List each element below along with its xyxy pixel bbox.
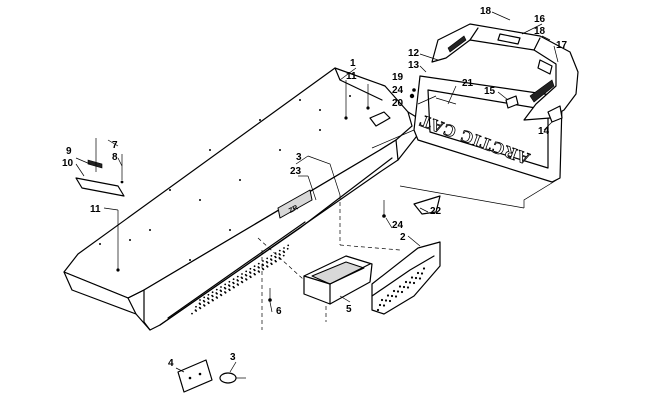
callout-3a: 3 — [296, 152, 302, 163]
callout-labels: 1 2 3 3 4 5 6 7 8 9 10 11 11 12 13 14 15… — [62, 6, 568, 369]
callout-11b: 11 — [90, 204, 101, 215]
callout-23: 23 — [290, 166, 302, 177]
callout-14: 14 — [538, 126, 550, 137]
leader-lines — [75, 11, 559, 373]
callout-5: 5 — [346, 304, 352, 315]
callout-18a: 18 — [480, 6, 492, 17]
callout-1: 1 — [350, 58, 356, 69]
plate-2 — [371, 241, 441, 315]
callout-20: 20 — [392, 98, 404, 109]
rivets — [99, 95, 351, 261]
callout-12: 12 — [408, 48, 420, 59]
callout-24b: 24 — [392, 220, 404, 231]
callout-8: 8 — [112, 152, 118, 163]
callout-6: 6 — [276, 306, 282, 317]
callout-15: 15 — [484, 86, 496, 97]
callout-21: 21 — [462, 78, 474, 89]
callout-10: 10 — [62, 158, 74, 169]
callout-3b: 3 — [230, 352, 236, 363]
tunnel: ZR — [63, 67, 421, 331]
plate-4 — [177, 359, 213, 393]
callout-9: 9 — [66, 146, 72, 157]
callout-16: 16 — [534, 14, 546, 25]
callout-2: 2 — [400, 232, 406, 243]
callout-18b: 18 — [534, 26, 546, 37]
bracket-7-10 — [75, 138, 125, 197]
callout-22: 22 — [430, 206, 442, 217]
footrest-5 — [303, 255, 373, 305]
callout-17: 17 — [556, 40, 568, 51]
callout-24a: 24 — [392, 85, 404, 96]
tunnel-badge: ZR — [277, 189, 313, 219]
plate-perforation — [376, 267, 426, 312]
tunnel-badge-text: ZR — [288, 204, 300, 215]
callout-7: 7 — [112, 140, 118, 151]
perforation-pattern — [191, 244, 290, 315]
callout-13: 13 — [408, 60, 420, 71]
callout-11a: 11 — [346, 71, 357, 82]
callout-19: 19 — [392, 72, 404, 83]
rear-bumper — [431, 23, 579, 123]
callout-4: 4 — [168, 358, 174, 369]
